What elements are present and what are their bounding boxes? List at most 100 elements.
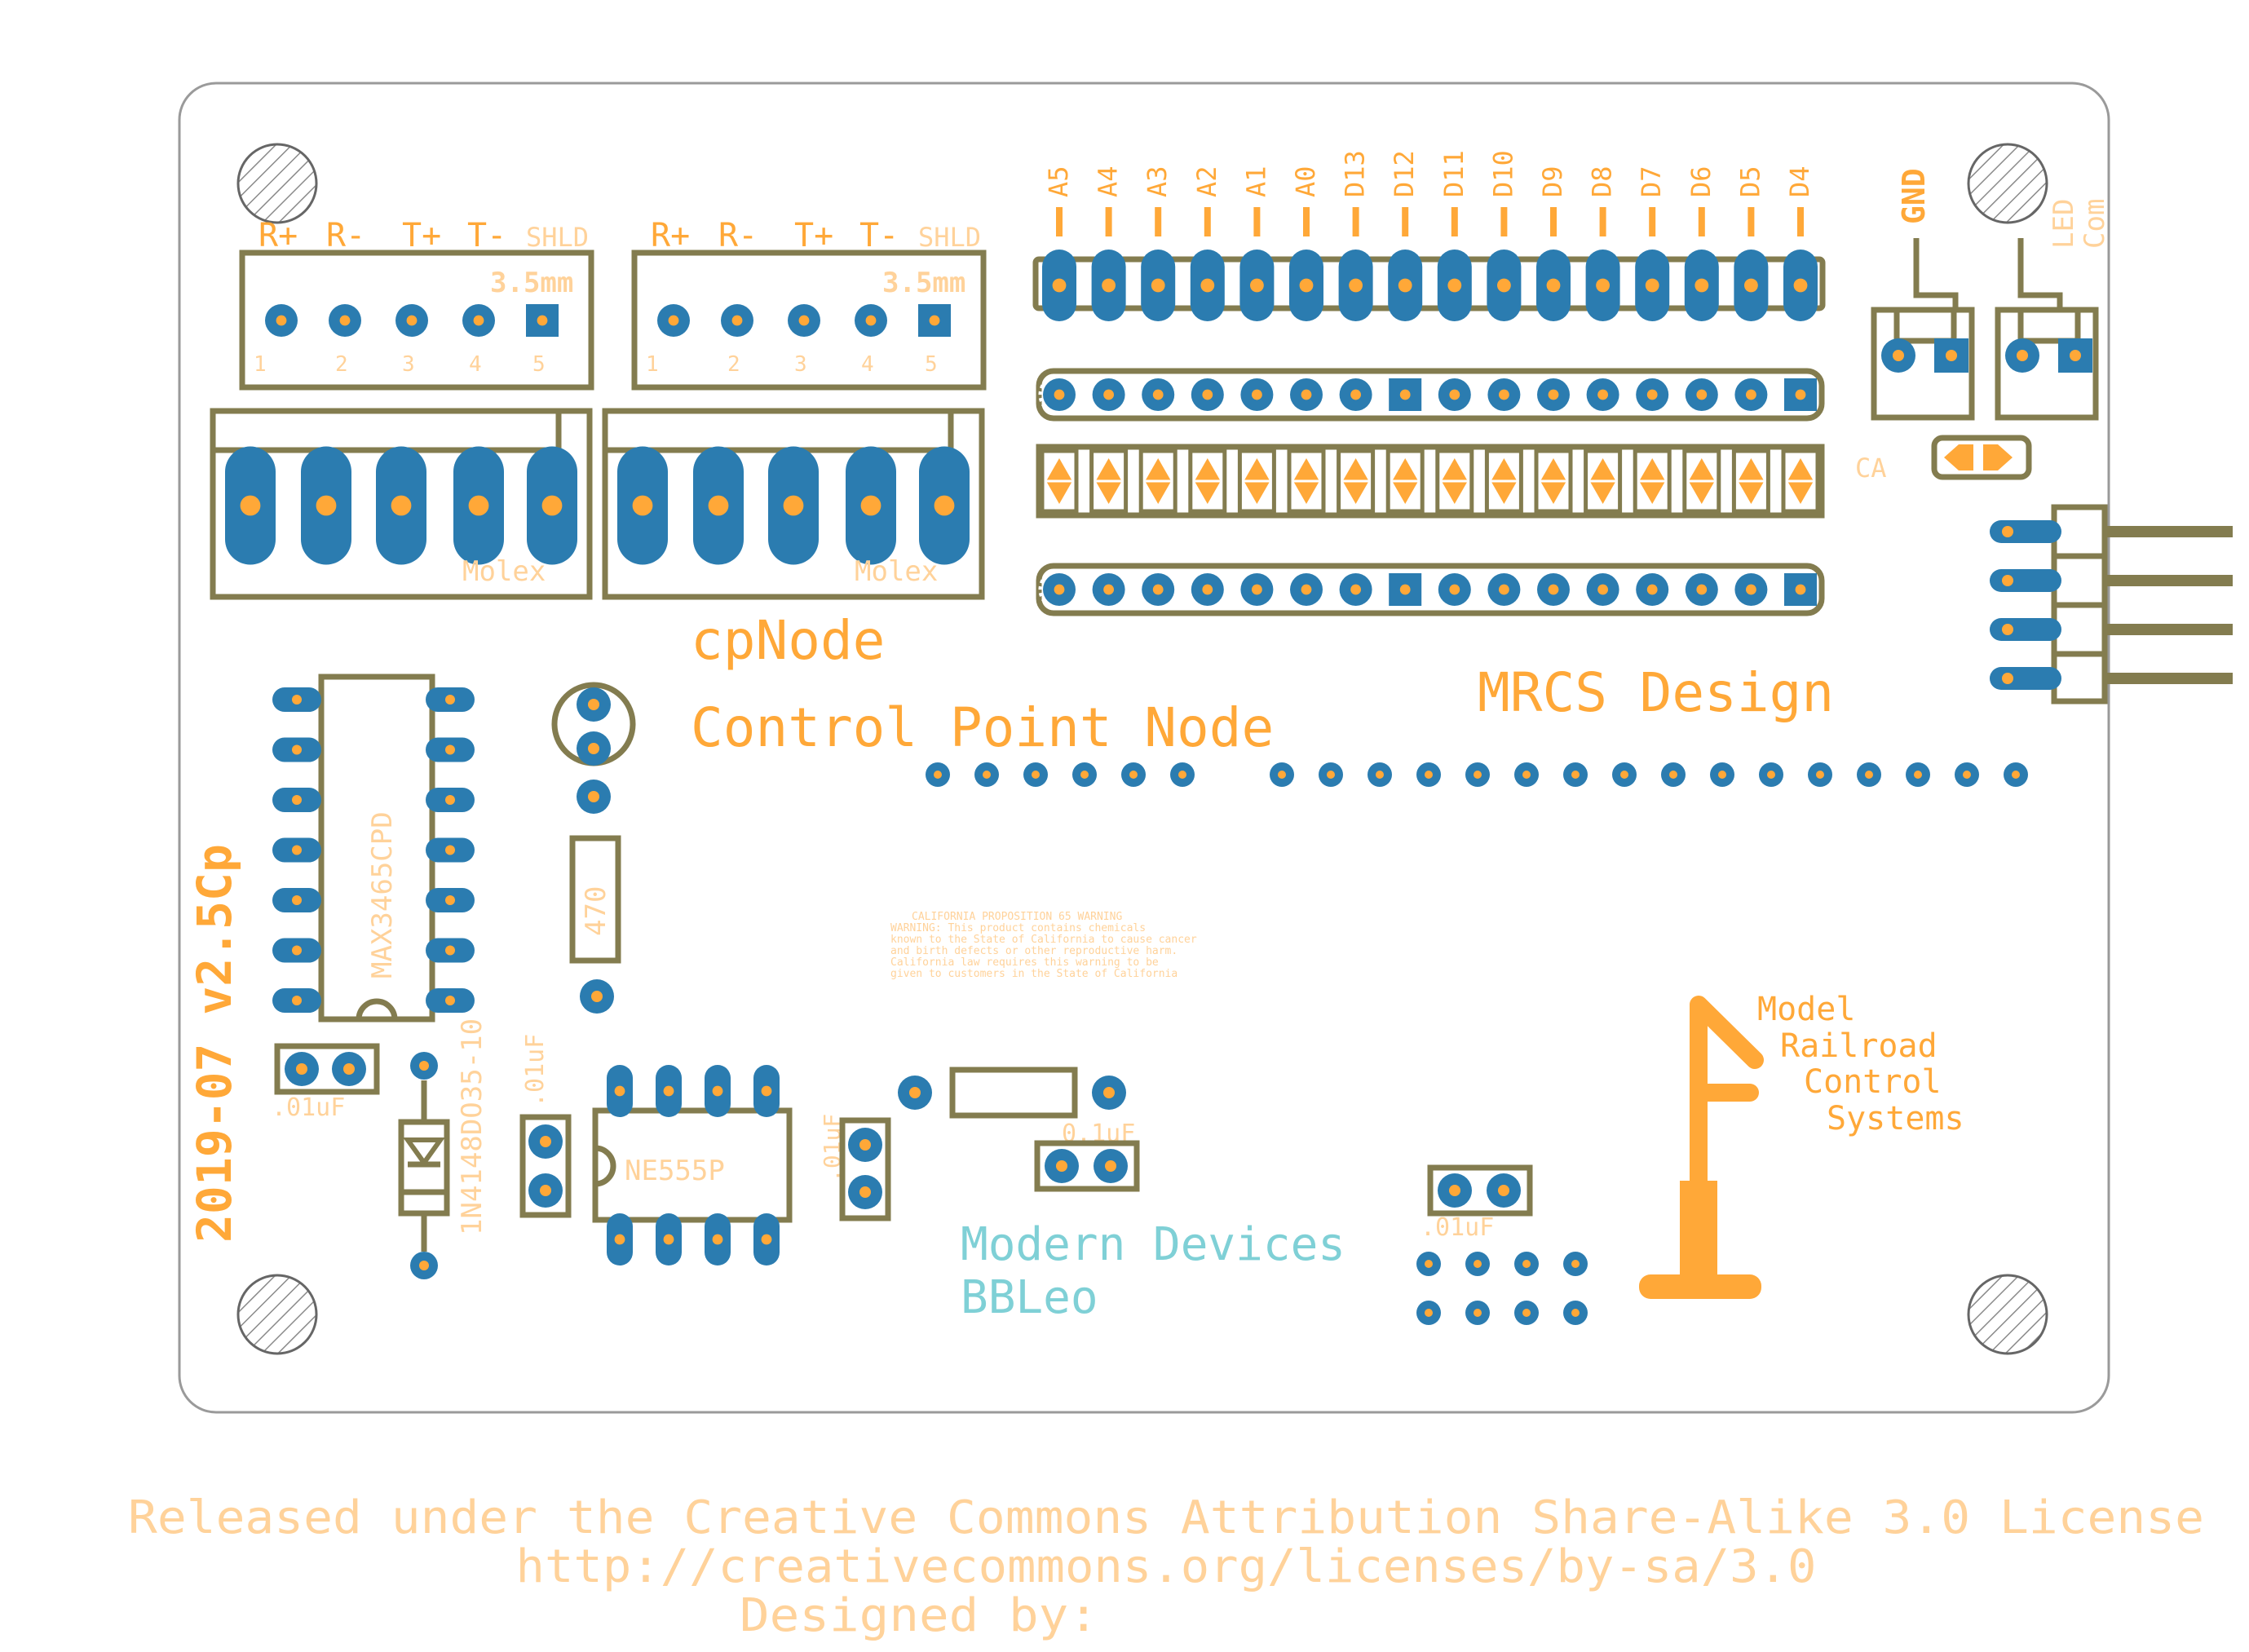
- pin-number: 4: [469, 352, 482, 377]
- ne555-pin: [705, 1213, 731, 1266]
- max3465-pin: [272, 988, 321, 1013]
- logo-line-1: Model: [1757, 991, 1855, 1028]
- ne555-pin: [656, 1213, 682, 1266]
- io-pin-label: A2: [1191, 166, 1222, 197]
- io-jumper: [1040, 448, 1079, 514]
- module-text-1: Modern Devices: [961, 1218, 1345, 1271]
- pin-label: R-: [326, 217, 365, 254]
- pitch-label: 3.5mm: [490, 267, 573, 299]
- io-pad: [1335, 373, 1377, 416]
- molex-pad: [225, 446, 276, 565]
- grid-pad: [1509, 1296, 1544, 1330]
- cap-vertical-1-label: .01uF: [521, 1034, 550, 1107]
- io-pin-label: D4: [1784, 166, 1815, 197]
- io-top-pad: [1783, 250, 1818, 321]
- logo-line-4: Systems: [1827, 1100, 1964, 1137]
- molex-pad: [919, 446, 970, 565]
- io-jumper: [1435, 448, 1474, 514]
- warning-line: CALIFORNIA PROPOSITION 65 WARNING: [912, 911, 1122, 923]
- io-pin-label: D12: [1389, 150, 1420, 197]
- io-pad: [1235, 568, 1278, 611]
- bbleo-pad: [1265, 758, 1299, 792]
- io-pad: [1582, 568, 1624, 611]
- io-jumper: [1584, 448, 1623, 514]
- axial-component: [898, 1067, 1126, 1119]
- io-pad: [1335, 568, 1377, 611]
- io-pad: [1088, 568, 1130, 611]
- io-top-pad: [1734, 250, 1769, 321]
- bbleo-pad: [1067, 758, 1102, 792]
- io-top-pad: [1141, 250, 1176, 321]
- ca-jumper: [1931, 435, 2032, 480]
- io-pin-label: D10: [1487, 150, 1518, 197]
- molex-pad: [617, 446, 668, 565]
- io-pad: [1038, 373, 1080, 416]
- max3465-pin: [426, 737, 475, 762]
- bbleo-pad: [1754, 758, 1788, 792]
- max3465-pin: [426, 988, 475, 1013]
- io-pad: [1681, 568, 1723, 611]
- io-pad: [1137, 373, 1179, 416]
- designed-by: Designed by:: [740, 1589, 1098, 1642]
- cap-0-1uf: 0.1uF: [1034, 1120, 1140, 1192]
- transistor: [551, 682, 636, 814]
- bbleo-pad: [1607, 758, 1641, 792]
- cap-bottom: .01uF: [1421, 1164, 1533, 1242]
- bbleo-pad: [1705, 758, 1739, 792]
- io-pad: [1631, 568, 1673, 611]
- max3465-label: MAX3465CPD: [366, 811, 399, 978]
- io-pin-label: A1: [1240, 166, 1271, 197]
- pin-label: SHLD: [918, 222, 981, 253]
- molex-outline: [210, 408, 593, 600]
- prop65-warning: CALIFORNIA PROPOSITION 65 WARNINGWARNING…: [890, 911, 1197, 980]
- license-url: http://creativecommons.org/licenses/by-s…: [516, 1540, 1817, 1593]
- io-pad: [1186, 568, 1229, 611]
- io-pin-label: A5: [1043, 166, 1074, 197]
- logo-line-2: Railroad: [1780, 1027, 1937, 1065]
- pluggable-terminal-outline: [631, 250, 987, 391]
- molex-label: Molex: [855, 555, 938, 588]
- resistor-470: 470: [569, 835, 621, 1014]
- terminal-pad: [850, 299, 892, 342]
- grid-pad: [1558, 1296, 1593, 1330]
- pitch-label: 3.5mm: [882, 267, 965, 299]
- io-jumper: [1337, 448, 1376, 514]
- grid-pad: [1412, 1296, 1446, 1330]
- io-pad: [1088, 373, 1130, 416]
- pin-label: T-: [859, 217, 899, 254]
- terminal-pad: [391, 299, 433, 342]
- grid-pad: [1412, 1247, 1446, 1281]
- io-jumper: [1385, 448, 1425, 514]
- io-jumper: [1633, 448, 1672, 514]
- io-pad: [1186, 373, 1229, 416]
- max3465-pin: [272, 737, 321, 762]
- io-jumper: [1484, 448, 1523, 514]
- bbleo-pad: [1314, 758, 1348, 792]
- molex-pad: [453, 446, 504, 565]
- right-angle-pin: [1990, 569, 2233, 592]
- pin-number: 2: [335, 352, 348, 377]
- io-top-pad: [1487, 250, 1522, 321]
- max3465-pin: [272, 888, 321, 912]
- max3465-pin: [272, 788, 321, 812]
- io-pin-label: D13: [1340, 150, 1371, 197]
- warning-line: known to the State of California to caus…: [890, 934, 1197, 946]
- max3465-pin: [426, 788, 475, 812]
- bbleo-pad: [1656, 758, 1690, 792]
- io-top-pad: [1684, 250, 1719, 321]
- bbleo-pad: [1018, 758, 1053, 792]
- mounting-hole-bottom-left: [236, 1274, 318, 1355]
- molex-pad: [846, 446, 896, 565]
- io-top-pad: [1585, 250, 1620, 321]
- pin-label: SHLD: [526, 222, 589, 253]
- module-text-2: BBLeo: [961, 1271, 1098, 1324]
- ne555-pin: [607, 1213, 633, 1266]
- io-jumper: [1188, 448, 1227, 514]
- bbleo-pad: [1116, 758, 1151, 792]
- resistor-label: 470: [580, 886, 612, 936]
- project-subtitle: Control Point Node: [691, 696, 1274, 759]
- bbleo-pad: [970, 758, 1004, 792]
- warning-line: California law requires this warning to …: [890, 956, 1159, 969]
